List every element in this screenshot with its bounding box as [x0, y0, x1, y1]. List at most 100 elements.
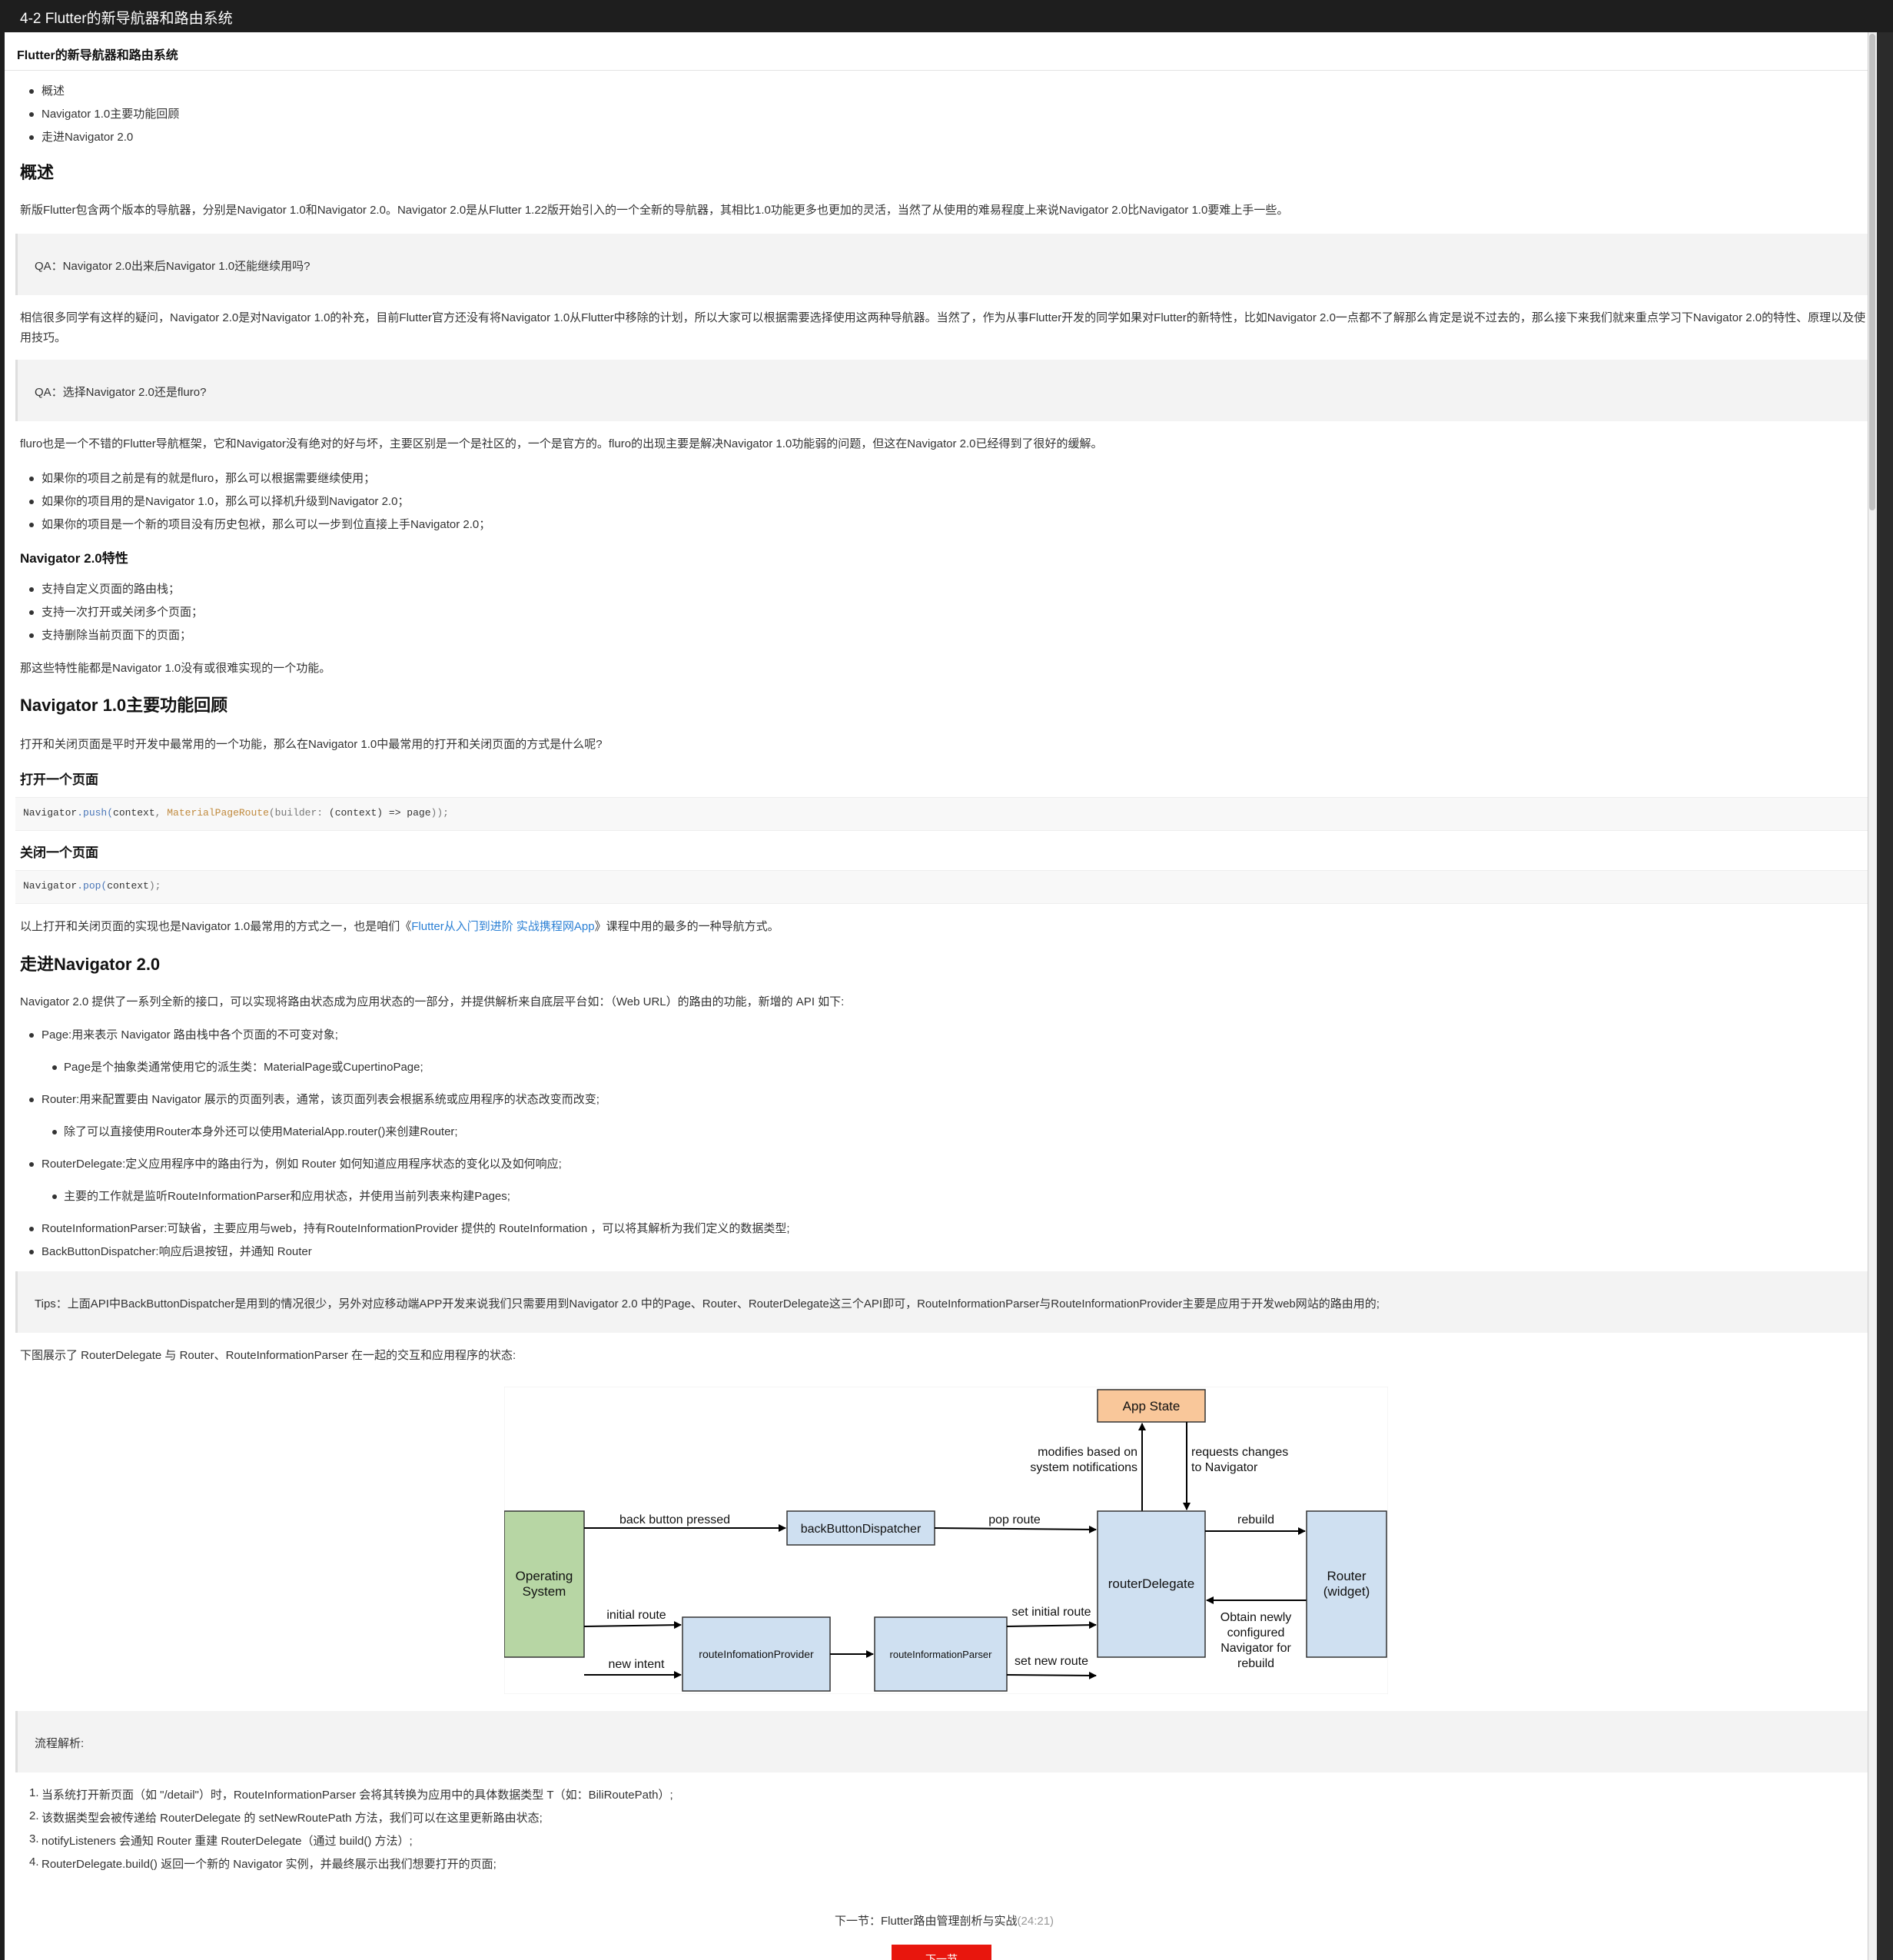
modifies-label-1: modifies based on	[1038, 1446, 1137, 1459]
tips-text: Tips：上面API中BackButtonDispatcher是用到的情况很少，…	[35, 1297, 1380, 1311]
step-number: 3.	[29, 1832, 39, 1845]
provider-label: routeInfomationProvider	[699, 1648, 814, 1660]
router-label-2: (widget)	[1323, 1584, 1370, 1599]
list-item: 支持自定义页面的路由栈；	[42, 583, 181, 596]
next-section-duration: (24:21)	[1017, 1915, 1054, 1928]
next-section-button[interactable]: 下一节	[892, 1945, 991, 1960]
heading-overview: 概述	[20, 163, 55, 182]
bullet	[29, 89, 34, 94]
toc-link-overview[interactable]: 概述	[42, 85, 65, 98]
step-item: RouterDelegate.build() 返回一个新的 Navigator …	[42, 1858, 496, 1871]
title-bar: 4-2 Flutter的新导航器和路由系统	[0, 0, 1893, 32]
app-state-label: App State	[1123, 1399, 1181, 1414]
list-item: 如果你的项目是一个新的项目没有历史包袱，那么可以一步到位直接上手Navigato…	[42, 518, 491, 531]
api-subitem: Page是个抽象类通常使用它的派生类：MaterialPage或Cupertin…	[64, 1061, 423, 1074]
app-state-box	[1097, 1389, 1206, 1423]
bullet	[52, 1130, 57, 1134]
paragraph-review-end: 以上打开和关闭页面的实现也是Navigator 1.0最常用的方式之一，也是咱们…	[20, 920, 779, 933]
next-section-info[interactable]: 下一节：Flutter路由管理剖析与实战(24:21)	[835, 1912, 1054, 1928]
article-header-title: Flutter的新导航器和路由系统	[17, 49, 178, 62]
qa-text-1: QA：Navigator 2.0出来后Navigator 1.0还能继续用吗?	[35, 260, 311, 273]
scrollbar-track[interactable]	[1868, 32, 1878, 1960]
obtain-label-3: Navigator for	[1220, 1642, 1291, 1655]
step-item: notifyListeners 会通知 Router 重建 RouterDele…	[42, 1835, 413, 1848]
api-item: Page:用来表示 Navigator 路由栈中各个页面的不可变对象;	[42, 1028, 338, 1041]
api-item: RouteInformationParser:可缺省，主要应用与web，持有Ro…	[42, 1222, 790, 1235]
os-label-1: Operating	[516, 1569, 573, 1583]
bullet	[29, 135, 34, 140]
paragraph-qa1-line1: 相信很多同学有这样的疑问，Navigator 2.0是对Navigator 1.…	[20, 311, 1866, 324]
toc-link-review[interactable]: Navigator 1.0主要功能回顾	[42, 108, 180, 121]
qa-block-2: QA：选择Navigator 2.0还是fluro?	[15, 360, 1868, 421]
list-item: 支持一次打开或关闭多个页面；	[42, 606, 204, 619]
bullet	[29, 587, 34, 592]
initial-route-label: initial route	[606, 1609, 666, 1622]
bullet	[52, 1065, 57, 1070]
bullet	[29, 633, 34, 638]
api-item: Router:用来配置要由 Navigator 展示的页面列表，通常，该页面列表…	[42, 1093, 599, 1106]
requests-label-2: to Navigator	[1191, 1461, 1258, 1474]
step-number: 4.	[29, 1855, 39, 1869]
bullet	[29, 523, 34, 527]
qa-block-1: QA：Navigator 2.0出来后Navigator 1.0还能继续用吗?	[15, 234, 1868, 295]
router-flow-diagram: App State modifies based on system notif…	[504, 1387, 1388, 1694]
pop-route-label: pop route	[988, 1513, 1041, 1526]
api-subitem: 除了可以直接使用Router本身外还可以使用MaterialApp.router…	[64, 1125, 458, 1138]
list-item: 支持删除当前页面下的页面；	[42, 629, 192, 642]
api-item: BackButtonDispatcher:响应后退按钮，并通知 Router	[42, 1245, 312, 1258]
course-link[interactable]: Flutter从入门到进阶 实战携程网App	[411, 920, 595, 933]
bullet	[29, 1033, 34, 1038]
route-information-parser-box	[874, 1616, 1008, 1692]
qa-text-2: QA：选择Navigator 2.0还是fluro?	[35, 386, 207, 399]
bullet	[29, 610, 34, 615]
route-information-provider-box	[682, 1616, 831, 1692]
heading-review: Navigator 1.0主要功能回顾	[20, 696, 228, 715]
article-header: Flutter的新导航器和路由系统	[5, 32, 1868, 71]
new-intent-label: new intent	[609, 1658, 665, 1671]
paragraph-diagram-intro: 下图展示了 RouterDelegate 与 Router、RouteInfor…	[20, 1349, 516, 1362]
back-button-dispatcher-box	[786, 1510, 935, 1546]
bullet	[29, 1162, 34, 1167]
obtain-label-2: configured	[1227, 1626, 1285, 1639]
obtain-label-4: rebuild	[1237, 1657, 1274, 1670]
paragraph-qa1-line2: 用技巧。	[20, 331, 67, 344]
back-pressed-label: back button pressed	[619, 1513, 730, 1526]
bullet	[52, 1194, 57, 1199]
back-dispatcher-label: backButtonDispatcher	[801, 1523, 922, 1536]
flow-title: 流程解析:	[35, 1737, 85, 1750]
code-block-close: Navigator.pop(context);	[15, 870, 1868, 904]
router-label-1: Router	[1327, 1569, 1366, 1583]
code-block-open: Navigator.push(context, MaterialPageRout…	[15, 797, 1868, 831]
heading-close-page: 关闭一个页面	[20, 845, 98, 860]
paragraph-review: 打开和关闭页面是平时开发中最常用的一个功能，那么在Navigator 1.0中最…	[20, 738, 603, 751]
code-close: Navigator.pop(context);	[23, 880, 161, 892]
paragraph-fluro: fluro也是一个不错的Flutter导航框架，它和Navigator没有绝对的…	[20, 437, 1103, 450]
next-section-title: 下一节：Flutter路由管理剖析与实战	[835, 1915, 1018, 1928]
os-label-2: System	[523, 1584, 566, 1599]
set-new-route-label: set new route	[1015, 1655, 1088, 1668]
parser-label: routeInformationParser	[890, 1649, 993, 1660]
paragraph-features: 那这些特性能都是Navigator 1.0没有或很难实现的一个功能。	[20, 662, 331, 675]
router-delegate-label: routerDelegate	[1108, 1576, 1194, 1591]
bullet	[29, 477, 34, 481]
paragraph-nav2: Navigator 2.0 提供了一系列全新的接口，可以实现将路由状态成为应用状…	[20, 995, 845, 1008]
bullet	[29, 1098, 34, 1102]
rebuild-label: rebuild	[1237, 1513, 1274, 1526]
right-edge	[1877, 32, 1893, 1960]
operating-system-box	[504, 1510, 585, 1658]
toc-link-nav2[interactable]: 走进Navigator 2.0	[42, 131, 134, 144]
heading-nav2: 走进Navigator 2.0	[20, 955, 161, 974]
router-widget-box	[1306, 1510, 1387, 1658]
api-item: RouterDelegate:定义应用程序中的路由行为，例如 Router 如何…	[42, 1158, 562, 1171]
api-subitem: 主要的工作就是监听RouteInformationParser和应用状态，并使用…	[64, 1190, 510, 1203]
list-item: 如果你的项目之前是有的就是fluro，那么可以根据需要继续使用；	[42, 472, 376, 485]
obtain-label-1: Obtain newly	[1220, 1611, 1292, 1624]
router-delegate-box	[1097, 1510, 1206, 1658]
bullet	[29, 500, 34, 504]
step-item: 该数据类型会被传递给 RouterDelegate 的 setNewRouteP…	[42, 1812, 543, 1825]
heading-open-page: 打开一个页面	[20, 772, 98, 787]
bullet	[29, 112, 34, 117]
flow-block: 流程解析:	[15, 1711, 1868, 1772]
scrollbar-thumb[interactable]	[1869, 34, 1875, 510]
step-number: 2.	[29, 1809, 39, 1822]
